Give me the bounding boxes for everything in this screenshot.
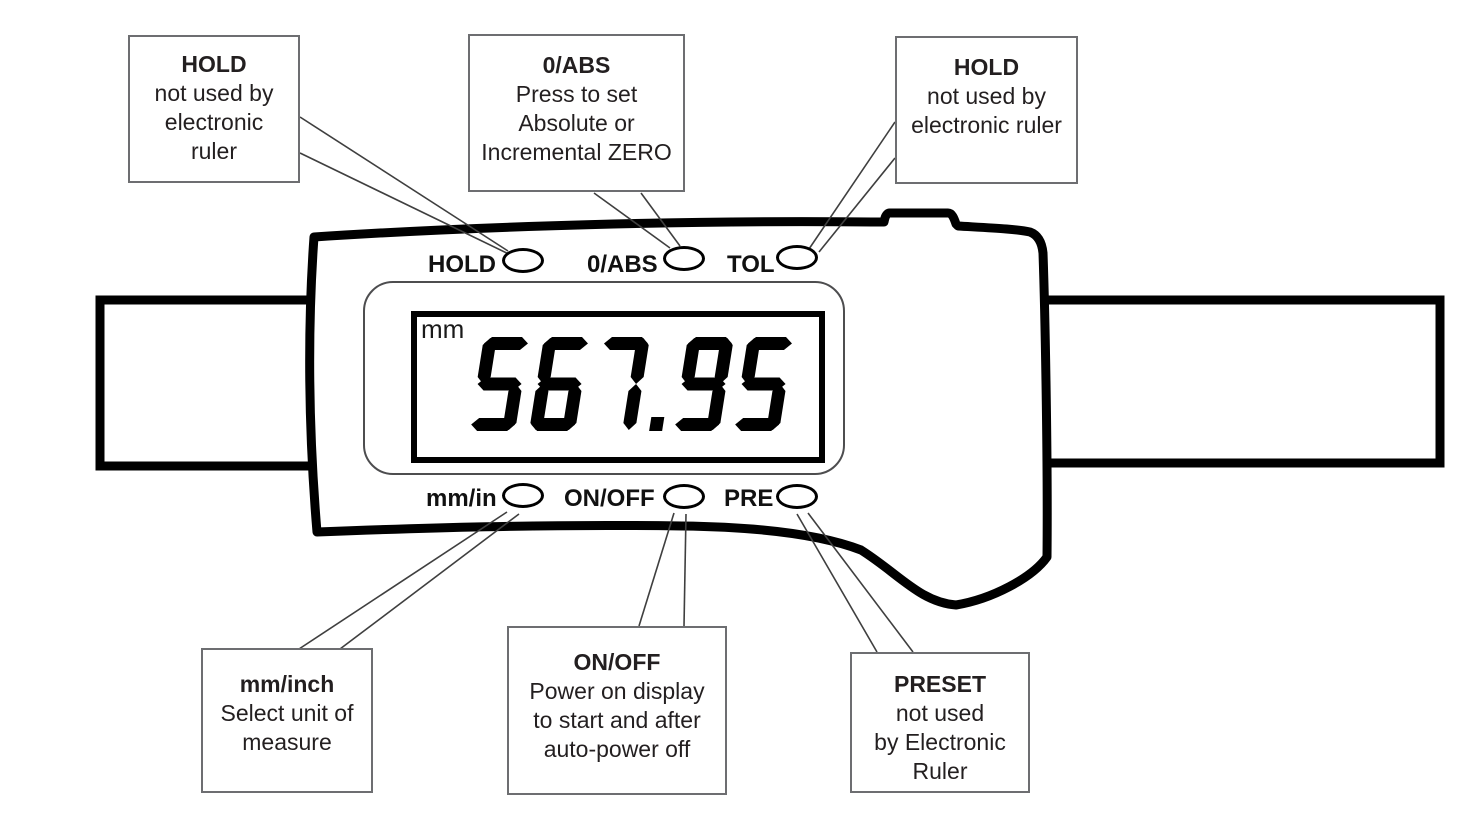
tol-button-label: TOL xyxy=(727,251,775,278)
callout-preset: PRESET not used by Electronic Ruler xyxy=(850,652,1030,793)
mm-in-button-label: mm/in xyxy=(426,485,497,512)
callout-hold-right-title: HOLD xyxy=(953,54,1020,80)
callout-hold-left: HOLD not used by electronic ruler xyxy=(128,35,300,183)
hold-button-label: HOLD xyxy=(428,251,496,278)
callout-on-off-title: ON/OFF xyxy=(573,649,661,675)
lcd-unit-label: mm xyxy=(421,314,465,344)
callout-hold-left-body: not used by electronic ruler xyxy=(154,80,274,164)
callout-mm-inch-title: mm/inch xyxy=(239,671,335,697)
on-off-button[interactable] xyxy=(663,484,705,509)
callout-connector-lines xyxy=(298,116,914,653)
zero-abs-button[interactable] xyxy=(663,246,705,271)
callout-on-off-body: Power on display to start and after auto… xyxy=(529,678,705,762)
pre-button-label: PRE xyxy=(724,485,774,512)
hold-button[interactable] xyxy=(502,248,544,273)
callout-zero-abs: 0/ABS Press to set Absolute or Increment… xyxy=(468,34,685,192)
callout-hold-right: HOLD not used by electronic ruler xyxy=(895,36,1078,184)
right-rail xyxy=(995,295,1445,468)
tol-button[interactable] xyxy=(776,245,818,270)
callout-preset-title: PRESET xyxy=(893,671,987,697)
lcd-digit-readout xyxy=(471,337,792,431)
callout-mm-inch-body: Select unit of measure xyxy=(220,700,354,755)
callout-on-off: ON/OFF Power on display to start and aft… xyxy=(507,626,727,795)
mm-in-button[interactable] xyxy=(502,483,544,508)
callout-mm-inch: mm/inch Select unit of measure xyxy=(201,648,373,793)
callout-preset-body: not used by Electronic Ruler xyxy=(874,700,1006,784)
callout-hold-right-body: not used by electronic ruler xyxy=(911,83,1062,138)
zero-abs-button-label: 0/ABS xyxy=(587,251,658,278)
left-rail xyxy=(95,295,325,471)
callout-zero-abs-title: 0/ABS xyxy=(542,52,611,78)
pre-button[interactable] xyxy=(776,484,818,509)
callout-hold-left-title: HOLD xyxy=(181,51,247,77)
on-off-button-label: ON/OFF xyxy=(564,485,655,512)
callout-zero-abs-body: Press to set Absolute or Incremental ZER… xyxy=(481,81,672,165)
